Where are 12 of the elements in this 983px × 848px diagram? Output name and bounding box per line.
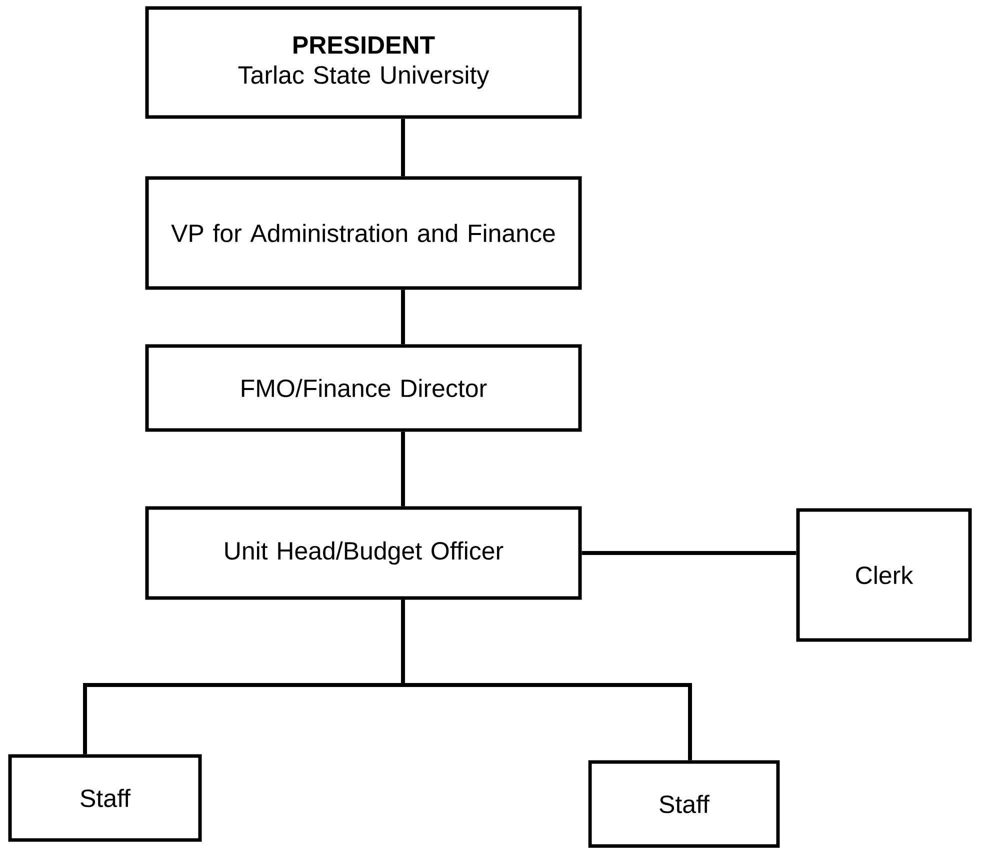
connector-line — [401, 118, 405, 176]
connector-line — [401, 432, 405, 506]
org-box: Staff — [588, 760, 780, 848]
connector-line — [401, 290, 405, 344]
org-box: Clerk — [796, 508, 972, 642]
org-box: Staff — [8, 754, 202, 842]
org-box: VP for Administration and Finance — [145, 176, 582, 290]
org-box: FMO/Finance Director — [145, 344, 582, 432]
connector-line — [582, 551, 796, 555]
org-box: PRESIDENT Tarlac State University — [145, 6, 582, 119]
org-box: Unit Head/Budget Officer — [145, 506, 582, 600]
connector-line — [401, 600, 692, 760]
